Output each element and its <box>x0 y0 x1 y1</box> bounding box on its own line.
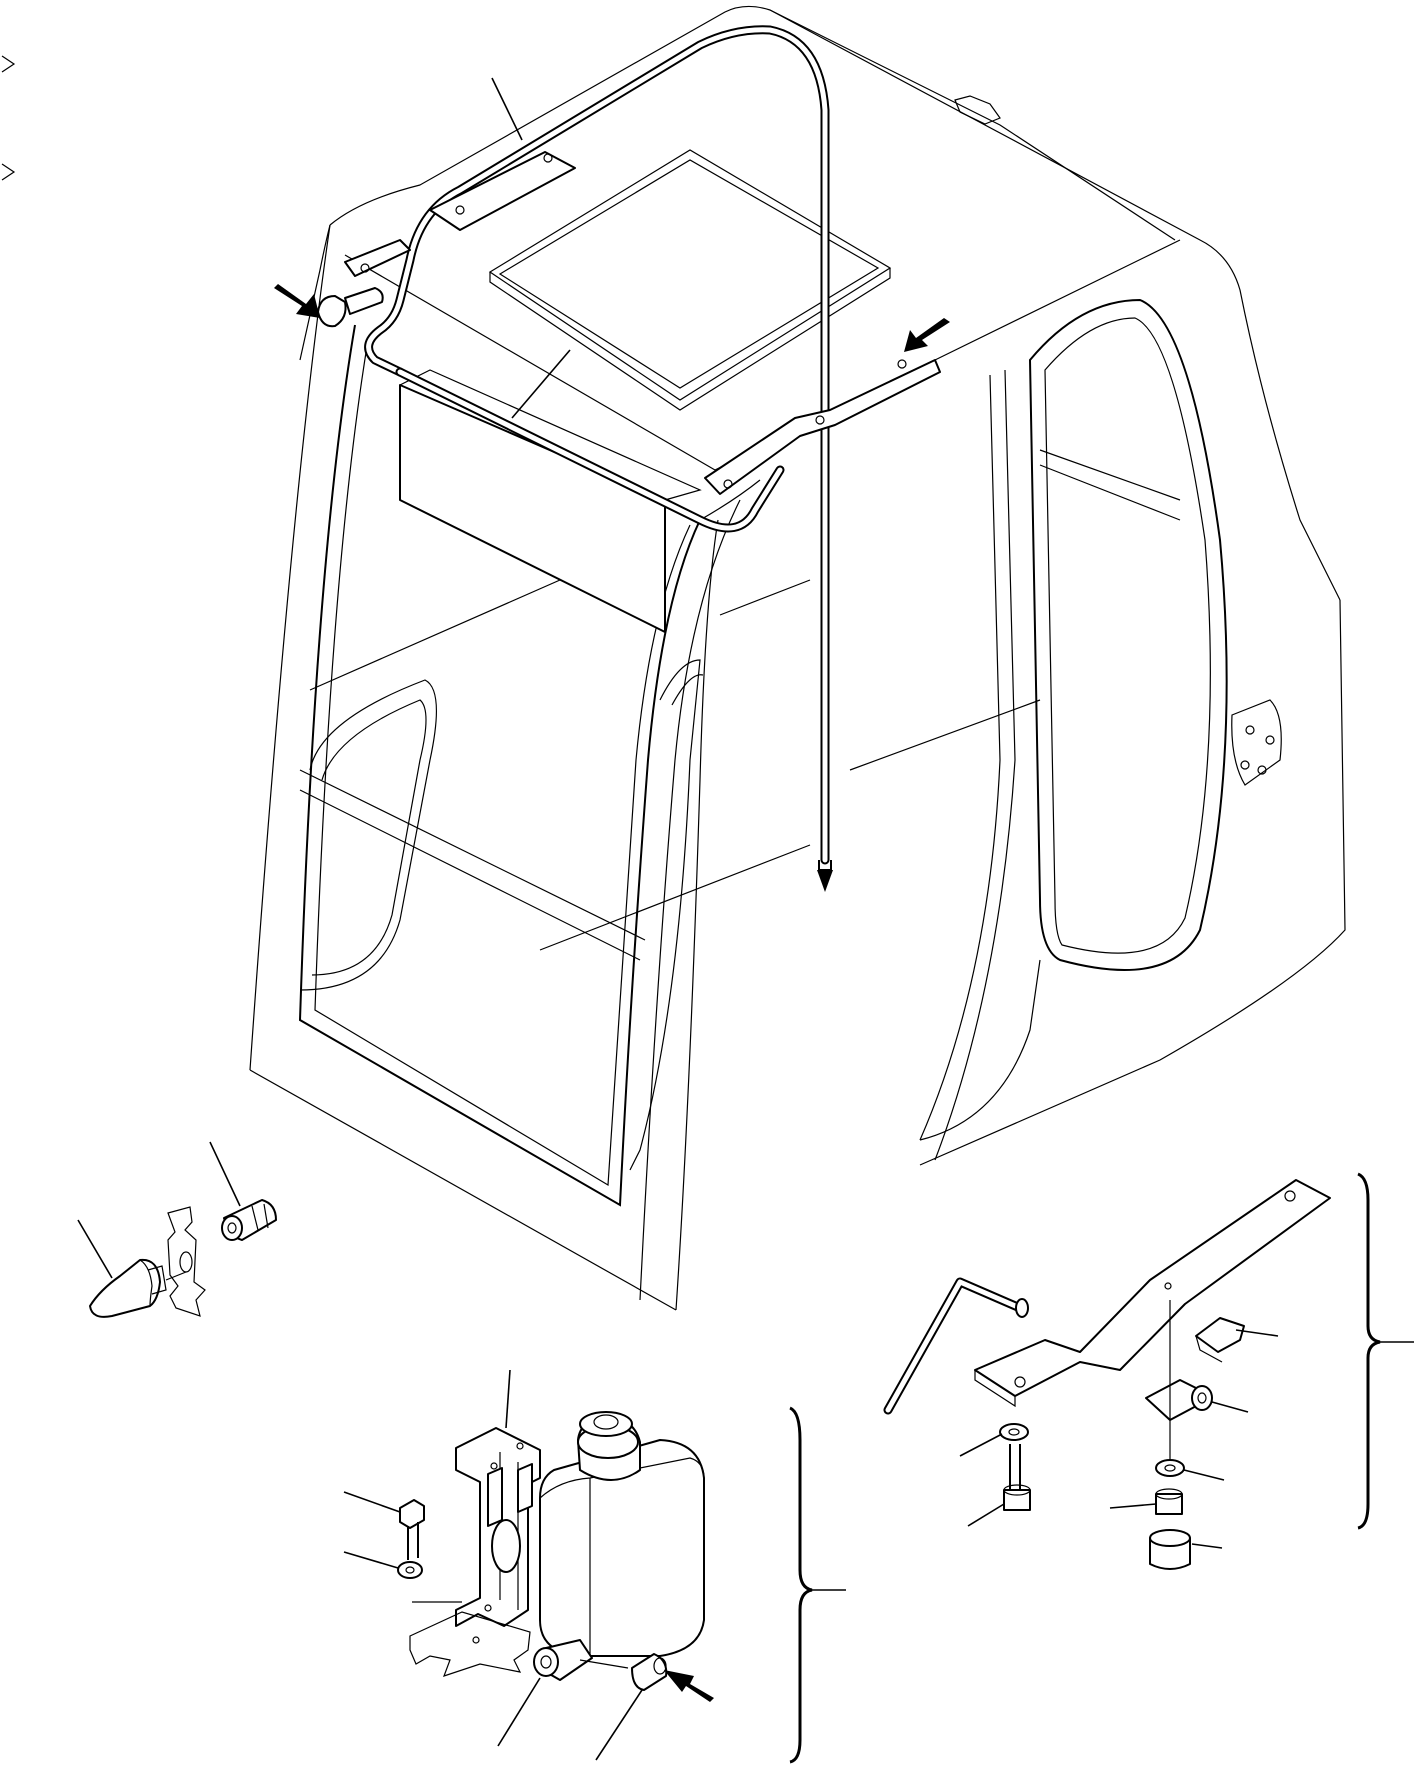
nozzle-detail <box>77 1141 277 1318</box>
roof-hatch <box>488 149 892 411</box>
pointer-arrow-icon <box>274 284 320 318</box>
cab-body <box>249 5 1346 1311</box>
pointer-arrow-icon <box>664 1670 714 1702</box>
edge-tick-marks <box>1 55 16 181</box>
group-brace-tank <box>789 1406 813 1764</box>
pointer-arrow-icon <box>904 318 950 352</box>
bracket-clamp-detail <box>883 1179 1331 1570</box>
group-brace-bracket <box>1357 1172 1381 1530</box>
down-arrow-icon <box>817 870 833 892</box>
callout-leaders-cab <box>491 77 571 419</box>
tube-bracket-left <box>344 151 576 277</box>
washer-nozzle-on-roof <box>317 287 384 328</box>
tube-bracket-right <box>704 359 941 495</box>
washer-tank-detail <box>343 1369 714 1761</box>
